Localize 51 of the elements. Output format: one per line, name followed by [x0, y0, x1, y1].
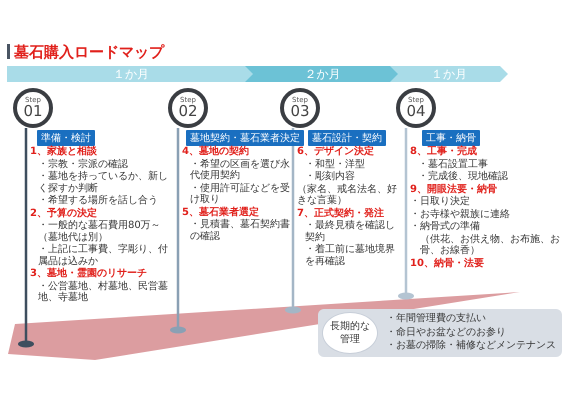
step-heading: 6、デザイン決定	[297, 146, 375, 158]
task-item: ・上記に工事費、字彫り、付属品は込みか	[37, 244, 169, 267]
step-heading: 4、墓地の契約	[182, 146, 250, 158]
task-item: ・完成後、現地確認	[417, 171, 509, 182]
task-item: ・納骨式の準備	[410, 221, 481, 232]
step-circle	[168, 88, 208, 128]
management-item: ・命日やお盆などのお参り	[386, 326, 507, 340]
step-number: 04	[406, 104, 426, 120]
step-circle	[396, 88, 436, 128]
task-item: ・お寺様や親族に連絡	[410, 208, 511, 220]
task-item: ・公営墓地、村墓地、民営墓地、寺墓地	[37, 280, 169, 304]
title: 墓石購入ロードマップ	[14, 43, 164, 62]
duration-band: １か月	[390, 66, 508, 82]
management-oval: 長期的な管理	[322, 312, 378, 354]
step-heading: 8、工事・完成	[410, 146, 478, 158]
task-item: ・日取り決定	[410, 196, 471, 208]
task-item: ・着工前に墓地境界を再確認	[304, 244, 396, 267]
step-number: 01	[23, 104, 43, 120]
task-item: （供花、お供え物、お布施、お骨、お線香）	[419, 234, 561, 256]
task-item: ・墓石設置工事	[417, 158, 489, 170]
phase-tag: 墓地契約・墓石業者決定	[186, 130, 304, 146]
task-item: ・一般的な墓石費用80万～（墓地代は別）	[37, 220, 162, 243]
step-heading: 9、開眼法要・納骨	[410, 184, 498, 195]
task-item: ・墓地を持っているか、新しく探すか判断	[37, 171, 169, 194]
step-heading: 2、予算の決定	[30, 208, 98, 219]
step-heading: 3、墓地・霊園のリサーチ	[30, 268, 148, 280]
task-item: ・見積書、墓石契約書の確認	[189, 219, 290, 242]
phase-tag: 墓石設計・契約	[308, 130, 386, 146]
task-item: ・希望の区画を選び永代使用契約	[189, 158, 290, 182]
step-circle	[13, 88, 53, 128]
task-item: ・使用許可証などを受け取り	[189, 182, 290, 206]
step-heading: 10、納骨・法要	[410, 258, 485, 269]
task-item: ・最終見積を確認し契約	[304, 220, 396, 243]
step-number: 03	[290, 104, 310, 120]
task-item: ・和型・洋型	[304, 158, 366, 170]
phase-tag: 準備・検討	[37, 130, 95, 146]
phase-tag: 工事・納骨	[422, 130, 480, 146]
task-item: ・宗教・宗派の確認	[37, 158, 129, 170]
step-heading: 1、家族と相談	[30, 146, 98, 158]
step-heading: 7、正式契約・発注	[297, 208, 385, 219]
task-item: ・希望する場所を話し合う	[37, 195, 159, 206]
duration-band: ２か月	[245, 66, 400, 82]
step-heading: 5、墓石業者選定	[182, 206, 260, 218]
task-item: （家名、戒名法名、好きな言葉）	[297, 184, 398, 206]
step-number: 02	[178, 104, 198, 120]
management-item: ・お墓の掃除・補修などメンテナンス	[386, 340, 556, 353]
management-panel	[318, 309, 562, 357]
duration-band: １か月	[7, 66, 255, 82]
step-circle	[280, 88, 320, 128]
task-item: ・彫刻内容	[304, 171, 356, 182]
management-item: ・年間管理費の支払い	[386, 313, 487, 326]
